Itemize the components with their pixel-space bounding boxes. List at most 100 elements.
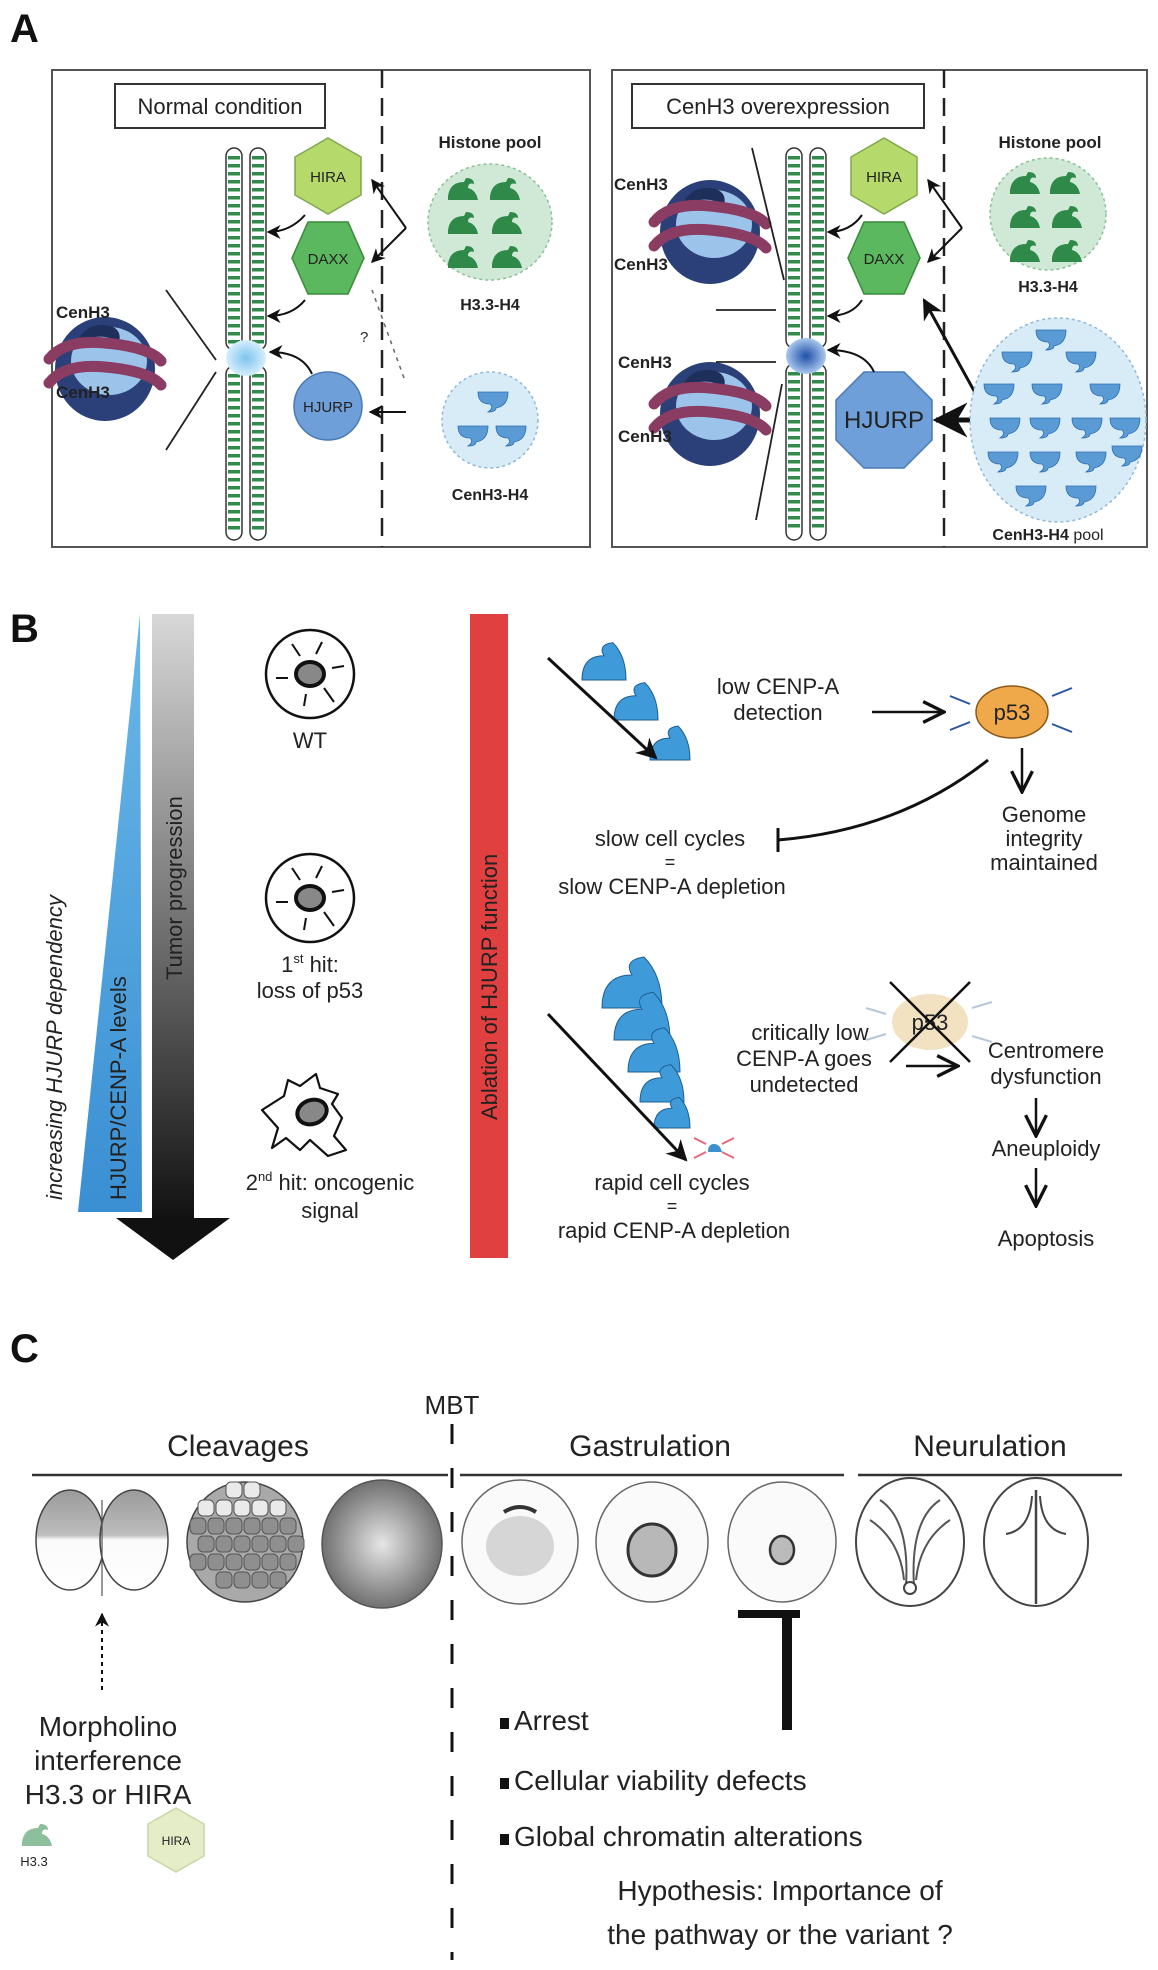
morpholino-label: Morpholino <box>39 1711 178 1742</box>
embryo-gastrula-mid <box>595 1481 709 1603</box>
integrity-label: integrity <box>1005 826 1082 851</box>
panel-b-letter: B <box>10 607 39 651</box>
cenh3-label: CenH3 <box>618 427 672 446</box>
hjurp-octagon-icon: HJURP <box>835 371 933 469</box>
embryo-morula <box>186 1481 305 1603</box>
dysfunction-label: dysfunction <box>990 1064 1101 1089</box>
hypothesis-line2: the pathway or the variant ? <box>607 1919 953 1950</box>
p53-loss-cell-icon <box>264 852 356 944</box>
hira-hexagon-icon: HIRA <box>294 137 362 215</box>
panel-a-cenh3-overexpression: CenH3 overexpression CenH3 CenH3 CenH3 C… <box>611 69 1148 548</box>
pointer-line <box>165 371 217 451</box>
equals-sign: = <box>667 1196 678 1216</box>
pointer-line <box>755 383 783 521</box>
tumor-progression-arrow-head <box>116 1218 230 1260</box>
normal-condition-title: Normal condition <box>137 94 302 119</box>
question-mark: ? <box>360 329 368 346</box>
embryo-neurula-late <box>983 1477 1089 1607</box>
stage-gastrulation: Gastrulation <box>569 1430 731 1463</box>
histone-pool-title: Histone pool <box>439 133 542 152</box>
maintained-label: maintained <box>990 850 1098 875</box>
centromere-label: Centromere <box>988 1038 1104 1063</box>
cenpa-glyph-icon <box>649 725 691 761</box>
cenh3-h4-pool-label: CenH3-H4 pool <box>992 527 1103 544</box>
h33-icon <box>22 1824 52 1846</box>
hira-label: HIRA <box>866 169 902 186</box>
cenpa-glyph-icon <box>627 1027 681 1073</box>
hira-faded-icon: HIRA <box>147 1807 205 1873</box>
cenpa-glyph-icon <box>613 682 659 721</box>
slow-depletion-label: slow CENP-A depletion <box>558 874 785 899</box>
bottom-pathway: critically low CENP-A goes undetected p5… <box>546 956 1104 1251</box>
rapid-cycles-label: rapid cell cycles <box>594 1170 749 1195</box>
equals-sign: = <box>665 852 676 872</box>
hjurp-octagon-icon: HJURP <box>293 371 363 441</box>
mbt-label: MBT <box>425 1390 480 1420</box>
second-hit-num: 2 <box>246 1170 258 1195</box>
inhibition-arrow <box>777 758 989 842</box>
daxx-label: DAXX <box>864 251 905 268</box>
ablation-label: Ablation of HJURP function <box>477 854 502 1120</box>
cenh3-label: CenH3 <box>614 175 668 194</box>
daxx-hexagon-icon: DAXX <box>847 221 921 295</box>
cenh3-h4-bold: CenH3-H4 <box>992 527 1069 544</box>
arrow-hira-to-chromosome <box>266 214 306 239</box>
histone-pool-title: Histone pool <box>999 133 1102 152</box>
arrow-pool-to-daxx <box>927 227 963 263</box>
stage-cleavages: Cleavages <box>167 1430 309 1463</box>
overexpression-title: CenH3 overexpression <box>666 94 890 119</box>
chromosome-overexpression <box>785 147 827 541</box>
cenpa-glyph-icon <box>613 991 671 1041</box>
hira-hexagon-icon: HIRA <box>850 137 918 215</box>
hjurp-label: HJURP <box>303 399 353 416</box>
bullet-icon <box>500 1834 509 1845</box>
p53-inactive-icon: p53 <box>865 981 993 1063</box>
arrow-daxx-to-chromosome <box>826 299 863 323</box>
p53-active-icon: p53 <box>949 685 1073 739</box>
ablation-bar <box>470 614 508 1258</box>
h33-h4-pool <box>989 157 1107 271</box>
dashed-uncertain-arrow <box>371 289 405 379</box>
p53-label: p53 <box>994 700 1031 725</box>
hjurp-cenpa-levels-label: HJURP/CENP-A levels <box>106 976 131 1200</box>
arrow-daxx-to-chromosome <box>266 299 306 323</box>
cenh3-h4-pool-large <box>969 317 1147 523</box>
undetected-label: undetected <box>750 1072 859 1097</box>
panel-a-letter: A <box>10 7 39 51</box>
first-hit-sup: st <box>293 951 304 966</box>
interference-label: interference <box>34 1745 182 1776</box>
top-pathway: low CENP-A detection p53 slow cell cycle… <box>546 642 1098 899</box>
wt-cell-icon <box>264 628 356 720</box>
increasing-dependency-label: increasing HJURP dependency <box>42 893 67 1200</box>
cross-out-line <box>889 981 971 1063</box>
embryo-blastula <box>321 1479 443 1609</box>
cenh3-label: CenH3 <box>618 353 672 372</box>
centromere <box>786 338 826 374</box>
hira-icon-label: HIRA <box>162 1834 191 1848</box>
wt-label: WT <box>293 728 327 753</box>
cenh3-label: CenH3 <box>614 255 668 274</box>
panel-c-letter: C <box>10 1327 39 1371</box>
arrow-pool-to-hira <box>371 178 407 229</box>
chromatid-arm <box>225 147 243 351</box>
genome-label: Genome <box>1002 802 1086 827</box>
pointer-line <box>751 147 785 281</box>
hira-label: HIRA <box>310 169 346 186</box>
aneuploidy-label: Aneuploidy <box>992 1136 1101 1161</box>
tumor-progression-label: Tumor progression <box>162 796 187 980</box>
h33-h4-pool <box>427 163 553 281</box>
rapid-depletion-label: rapid CENP-A depletion <box>558 1218 790 1243</box>
embryo-gastrula-late <box>727 1481 837 1603</box>
hjurp-levels-triangle <box>78 614 142 1212</box>
loss-of-p53-label: loss of p53 <box>257 978 363 1003</box>
cenh3-label: CenH3 <box>56 383 110 402</box>
bullet-icon <box>500 1718 509 1729</box>
depletion-burst-icon <box>693 1137 735 1159</box>
arrow-hjurp-to-centromere <box>826 343 875 373</box>
stage-neurulation: Neurulation <box>913 1430 1066 1463</box>
bullet-arrest: Arrest <box>514 1705 589 1736</box>
hjurp-label: HJURP <box>844 407 924 434</box>
first-hit-rest: hit: <box>303 952 338 977</box>
outcome-list: Arrest Cellular viability defects Global… <box>500 1705 863 1852</box>
cenh3-h4-label: CenH3-H4 <box>452 487 529 504</box>
